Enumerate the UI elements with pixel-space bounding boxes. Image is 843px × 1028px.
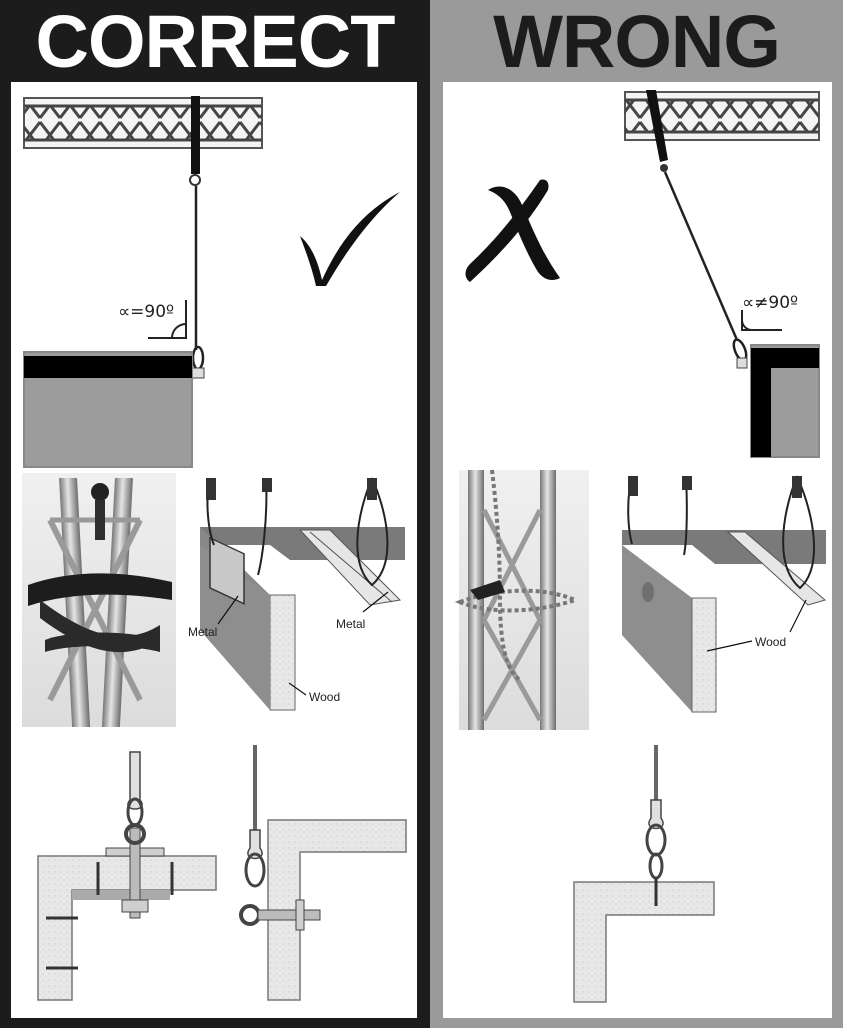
metal-label-right: Metal <box>336 617 365 631</box>
wrong-sling-strap <box>646 90 668 172</box>
correct-heading: CORRECT <box>35 0 396 83</box>
wood-label-correct: Wood <box>309 690 340 704</box>
correct-sling-strap <box>189 96 201 186</box>
wrong-angle-label: ∝≠90º <box>742 293 798 313</box>
correct-wood-beam-diagram: Metal Metal Wood <box>188 477 405 711</box>
correct-angle-label: ∝=90º <box>118 302 174 322</box>
wrong-screw-eye-mount <box>573 745 715 1003</box>
wrong-projection-screen <box>750 344 820 458</box>
wrong-wood-beam-diagram: Wood <box>622 475 827 713</box>
wood-label-wrong: Wood <box>755 635 786 649</box>
correct-eyebolt-side-mount <box>239 745 407 1001</box>
wrong-angle-indicator: ∝≠90º <box>741 293 798 331</box>
checkmark-icon <box>300 192 400 286</box>
wrong-angled-cable <box>663 171 739 341</box>
metal-label-left: Metal <box>188 625 217 639</box>
correct-truss-strap-photo <box>22 473 176 727</box>
wrong-truss-chain-photo <box>454 469 589 730</box>
correct-projection-screen <box>23 351 193 468</box>
wrong-cable-end <box>732 338 748 369</box>
correct-eyebolt-through-beam <box>37 751 217 1001</box>
correct-angle-indicator: ∝=90º <box>118 300 187 339</box>
correct-truss-beam <box>23 97 263 149</box>
wrong-heading: WRONG <box>493 0 781 83</box>
correct-cable-end <box>191 345 205 379</box>
cross-icon <box>465 179 560 282</box>
